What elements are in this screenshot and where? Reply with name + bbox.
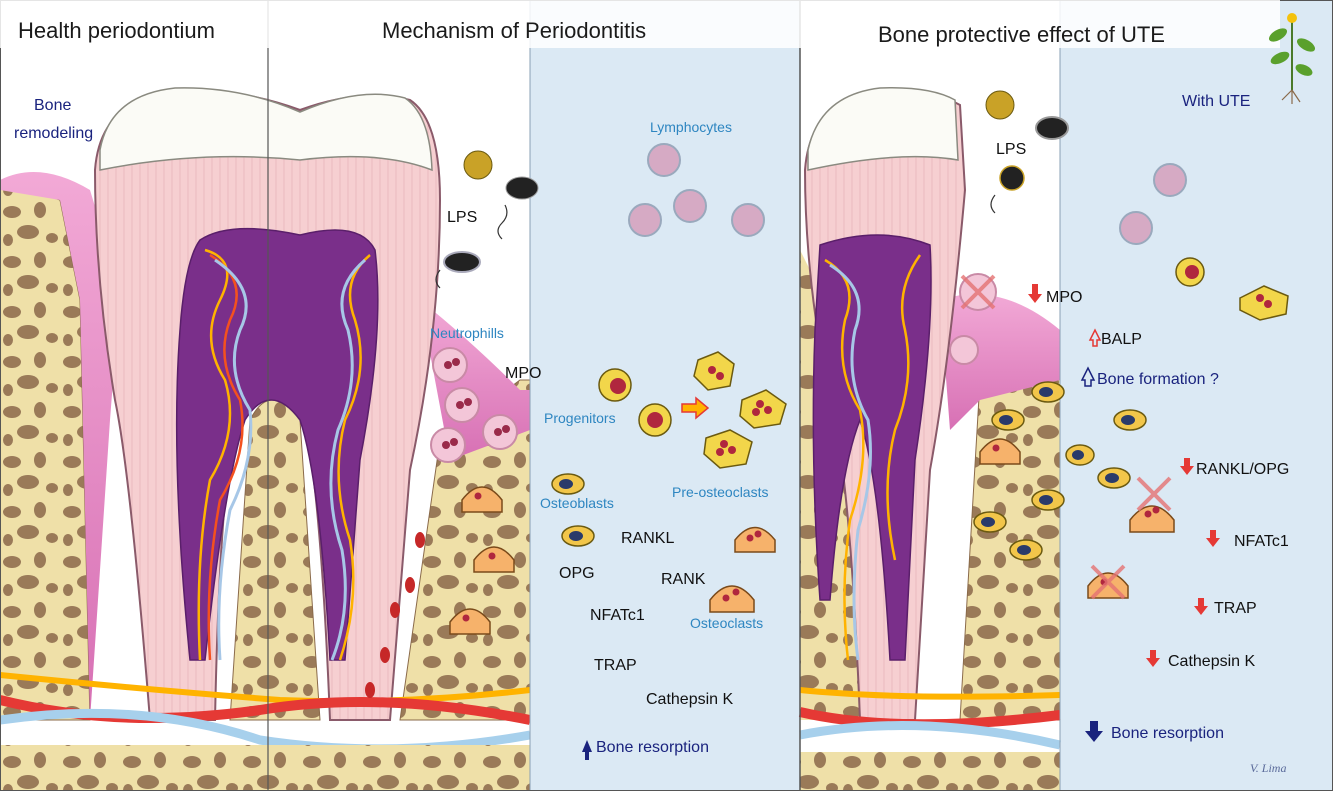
bone-resorption-increase-label: Bone resorption	[596, 739, 709, 756]
decrease-arrow-icon	[1028, 284, 1042, 303]
inhibited-x-icon	[1090, 564, 1126, 600]
lymphocyte-cells-ute	[1119, 163, 1187, 245]
rankl-label: RANKL	[621, 530, 674, 547]
pre-osteoclast-cells	[693, 351, 787, 469]
lps-label: LPS	[447, 209, 477, 226]
increase-outline-arrow-icon	[1080, 366, 1096, 387]
pre-osteoclasts-label: Pre-osteoclasts	[672, 484, 768, 500]
cathepsin-label: Cathepsin K	[646, 691, 733, 708]
bacteria-icon	[443, 251, 481, 273]
lymphocyte-cells	[628, 143, 765, 237]
progenitor-cells	[598, 368, 672, 437]
rankl-opg-label: RANKL/OPG	[1196, 461, 1289, 478]
decrease-arrow-icon	[1180, 458, 1194, 475]
differentiation-arrow-icon	[681, 396, 710, 420]
lymphocytes-label: Lymphocytes	[650, 119, 732, 135]
osteoclast-cells-ute	[979, 438, 1175, 600]
title-health-periodontium: Health periodontium	[18, 18, 215, 43]
bacteria-icon	[1035, 116, 1069, 140]
progenitor-cells-ute	[1175, 257, 1289, 321]
lps-bacteria-group-ute	[985, 90, 1069, 214]
osteoclast-cells	[449, 486, 776, 635]
bacteria-icon	[463, 150, 493, 180]
bone-remodeling-label-line1: Bone	[34, 97, 71, 114]
decrease-arrow-icon	[1146, 650, 1160, 667]
title-mechanism: Mechanism of Periodontitis	[382, 18, 646, 43]
opg-label: OPG	[559, 565, 595, 582]
lps-label-ute: LPS	[996, 141, 1026, 158]
osteoblast-cells-ute	[973, 381, 1147, 561]
inhibited-x-icon	[1136, 476, 1172, 512]
plant-icon	[1268, 13, 1316, 104]
cathepsin-label-ute: Cathepsin K	[1168, 653, 1255, 670]
nfatc1-label: NFATc1	[590, 607, 645, 624]
progenitors-label: Progenitors	[544, 410, 616, 426]
rank-label: RANK	[661, 571, 706, 588]
neutrophil-cells-ute	[949, 273, 997, 365]
decrease-arrow-icon	[1194, 598, 1208, 615]
with-ute-label: With UTE	[1182, 93, 1250, 110]
decrease-arrow-icon	[1085, 721, 1103, 742]
osteoblasts-label: Osteoblasts	[540, 495, 614, 511]
mpo-label: MPO	[505, 365, 541, 382]
increase-outline-arrow-icon	[1088, 328, 1102, 347]
mpo-label-ute: MPO	[1046, 289, 1082, 306]
osteoblast-cells	[551, 473, 595, 547]
trap-label: TRAP	[594, 657, 637, 674]
balp-label: BALP	[1101, 331, 1142, 348]
artist-signature: V. Lima	[1250, 761, 1286, 775]
decrease-arrow-icon	[1206, 530, 1220, 547]
bacteria-icon	[505, 176, 539, 200]
nfatc1-label-ute: NFATc1	[1234, 533, 1289, 550]
bone-resorption-decrease-label: Bone resorption	[1111, 725, 1224, 742]
inhibited-x-icon	[960, 274, 996, 310]
left-tooth-scene	[0, 0, 531, 791]
bacteria-icon	[999, 165, 1025, 191]
bacteria-icon	[985, 90, 1015, 120]
trap-label-ute: TRAP	[1214, 600, 1257, 617]
title-protective-effect: Bone protective effect of UTE	[878, 22, 1165, 47]
lps-bacteria-group	[435, 150, 539, 289]
bone-formation-label: Bone formation ?	[1097, 371, 1219, 388]
bone-remodeling-label-line2: remodeling	[14, 125, 93, 142]
neutrophils-label: Neutrophills	[430, 325, 504, 341]
osteoclasts-label: Osteoclasts	[690, 615, 763, 631]
neutrophil-cells	[430, 347, 518, 463]
increase-arrow-icon	[582, 740, 592, 760]
protective-cell-panel	[1060, 0, 1333, 791]
